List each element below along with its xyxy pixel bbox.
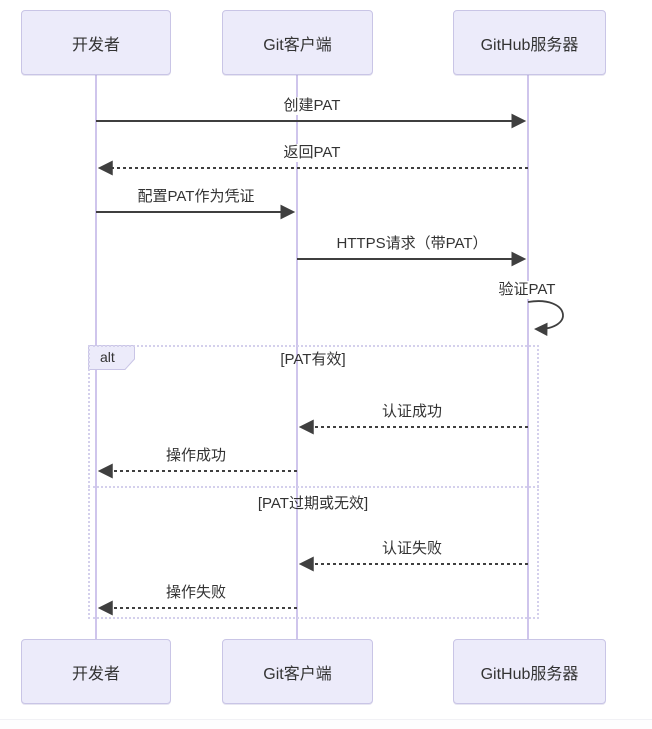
- alt-condition-valid: [PAT有效]: [280, 351, 346, 368]
- actor-developer-bottom: 开发者: [21, 639, 171, 704]
- message-label-https-request: HTTPS请求（带PAT）: [334, 235, 490, 253]
- actor-git-client-top: Git客户端: [222, 10, 373, 75]
- actor-github-server-label: GitHub服务器: [480, 36, 579, 54]
- alt-fragment-frame: [88, 345, 539, 619]
- actor-git-client-bottom: Git客户端: [222, 639, 373, 704]
- actor-git-client-label: Git客户端: [263, 36, 332, 54]
- message-label-auth-fail: 认证失败: [379, 540, 445, 558]
- message-label-config-pat: 配置PAT作为凭证: [135, 188, 257, 206]
- alt-section-divider: [88, 486, 539, 488]
- message-label-verify-pat: 验证PAT: [496, 281, 558, 299]
- actor-github-server-top: GitHub服务器: [453, 10, 606, 75]
- self-loop-arrow-verify-pat: [527, 300, 564, 337]
- bottom-edge-strip: [0, 719, 652, 729]
- message-label-op-success: 操作成功: [163, 447, 229, 465]
- actor-developer-top: 开发者: [21, 10, 171, 75]
- message-label-op-fail: 操作失败: [163, 584, 229, 602]
- message-label-auth-success: 认证成功: [379, 403, 445, 421]
- alt-condition-invalid: [PAT过期或无效]: [257, 495, 369, 512]
- actor-developer-label: 开发者: [71, 36, 120, 54]
- message-label-create-pat: 创建PAT: [281, 97, 343, 115]
- message-label-return-pat: 返回PAT: [281, 144, 343, 162]
- actor-github-server-bottom: GitHub服务器: [453, 639, 606, 704]
- actor-git-client-label: Git客户端: [263, 665, 332, 683]
- actor-developer-label: 开发者: [71, 665, 120, 683]
- alt-fragment-label: alt: [100, 349, 115, 365]
- actor-github-server-label: GitHub服务器: [480, 665, 579, 683]
